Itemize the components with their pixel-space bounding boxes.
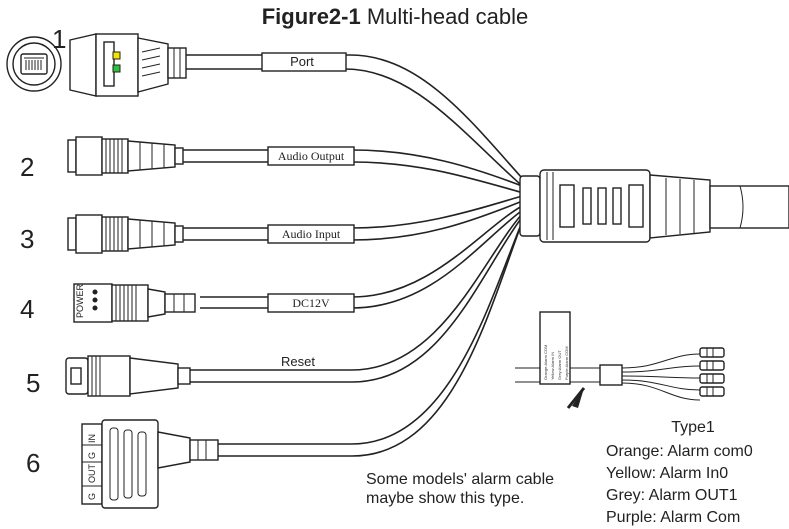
- reset-label: Reset: [281, 354, 315, 369]
- alarm-label-tag: [539, 311, 571, 385]
- note-line-1: Some models' alarm cable: [366, 471, 554, 488]
- number-6: 6: [26, 448, 40, 478]
- tag-line-2: Yellow:Alarm IN: [550, 352, 555, 380]
- alarm-cable-inset: Orange:Alarm COM Yellow:Alarm IN Grey:Al…: [515, 311, 725, 409]
- reset-connector: [65, 355, 191, 397]
- port-label-box: [261, 52, 347, 72]
- number-4: 4: [20, 294, 34, 324]
- tag-line-4: Purple:Alarm COM: [564, 346, 569, 380]
- figure-title: Figure2-1 Multi-head cable: [262, 4, 529, 29]
- type1-title: Type1: [671, 419, 715, 436]
- number-2: 2: [20, 152, 34, 182]
- pin-label-out: OUT: [87, 464, 97, 484]
- pin-label-g2: G: [87, 493, 97, 500]
- power-jack-text: POWER: [75, 283, 85, 318]
- pin-label-in: IN: [87, 434, 97, 443]
- tag-line-3: Grey:Alarm OUT: [557, 350, 562, 380]
- rj45-port-connector: [6, 33, 187, 97]
- legend-orange: Orange: Alarm com0: [606, 443, 753, 460]
- audio-output-jack: [67, 136, 184, 176]
- number-5: 5: [26, 368, 40, 398]
- audio-input-label: Audio Input: [282, 227, 341, 241]
- legend-purple: Purple: Alarm Com: [606, 509, 740, 526]
- link-led-yellow: [112, 51, 121, 60]
- dc12v-label: DC12V: [292, 296, 330, 310]
- connector-numbers: 1 2 3 4 5 6: [20, 24, 66, 478]
- audio-input-label-box: [267, 224, 355, 244]
- alarm-terminal-connector: IN G OUT G: [81, 419, 219, 509]
- wire-bundle: [182, 54, 523, 457]
- link-led-green: [112, 64, 121, 73]
- cable-junction-boot: [519, 169, 789, 243]
- legend-grey: Grey: Alarm OUT1: [606, 487, 738, 504]
- audio-input-jack: [67, 214, 184, 254]
- audio-output-label: Audio Output: [278, 149, 345, 163]
- audio-output-label-box: [267, 146, 355, 166]
- port-label: Port: [290, 54, 314, 69]
- wire-labels: Port Audio Output Audio Input DC12V Rese…: [261, 52, 355, 369]
- legend-yellow: Yellow: Alarm In0: [606, 465, 728, 482]
- number-1: 1: [52, 24, 66, 54]
- tag-line-1: Orange:Alarm COM: [543, 345, 548, 380]
- note-line-2: maybe show this type.: [366, 490, 524, 507]
- dc-power-jack: POWER: [73, 283, 196, 323]
- pin-label-g1: G: [87, 452, 97, 459]
- dc12v-label-box: [267, 293, 355, 313]
- number-3: 3: [20, 224, 34, 254]
